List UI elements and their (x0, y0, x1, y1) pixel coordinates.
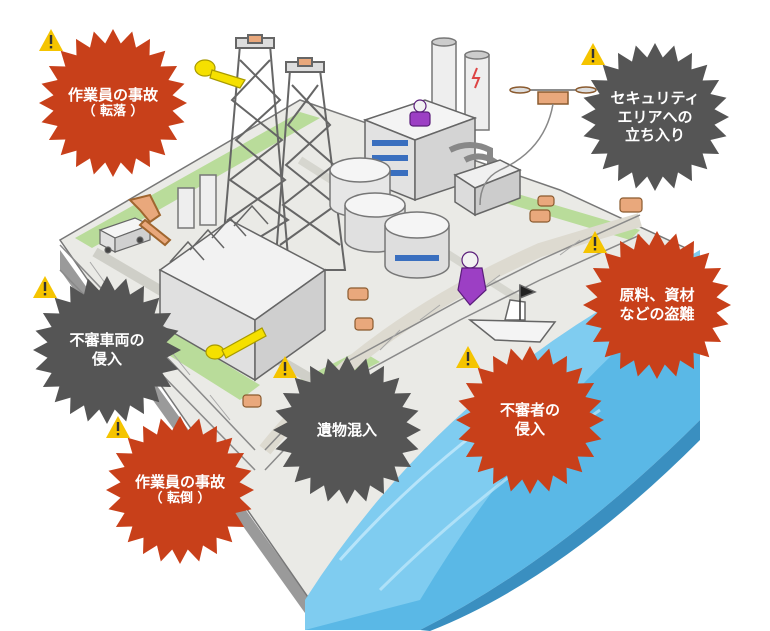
hazard-burst-vehicle-intrusion: 不審車両の 侵入 (32, 275, 182, 425)
warning-triangle-icon (456, 346, 480, 368)
hazard-label-line1: 原料、資材 (619, 286, 695, 305)
warning-triangle-icon (106, 416, 130, 438)
warning-triangle-icon (39, 29, 63, 51)
hazard-label-line2: （ 転倒 ） (149, 491, 211, 507)
security-cameras (242, 195, 643, 408)
excavator (128, 193, 172, 247)
hazard-label-line1: 不審車両の (69, 331, 145, 350)
burst-polygon (33, 276, 181, 424)
burst-shape (106, 416, 254, 564)
hazard-burst-theft: 原料、資材 などの盗難 (582, 230, 732, 380)
burst-polygon (583, 231, 731, 379)
hazard-label-line2: 侵入 (91, 350, 122, 368)
warning-triangle-icon (273, 356, 297, 378)
hazard-label-line1: 不審者の (499, 401, 560, 420)
burst-polygon (581, 43, 729, 191)
small-building (453, 159, 522, 217)
burst-polygon (39, 29, 187, 177)
hazard-burst-suspicious-person: 不審者の 侵入 (455, 345, 605, 495)
boat (467, 283, 557, 343)
fallen-worker (205, 327, 267, 360)
hazard-label-line1: 作業員の事故 (134, 472, 225, 491)
burst-shape (39, 29, 187, 177)
burst-polygon (456, 346, 604, 494)
hazard-burst-security-area: セキュリティ エリアへの 立ち入り (580, 42, 730, 192)
burst-shape (581, 43, 729, 191)
hazard-label-line2: などの盗難 (619, 305, 695, 323)
hazard-burst-worker-fall: 作業員の事故 （ 転落 ） (38, 28, 188, 178)
hazard-label-line3: 立ち入り (624, 126, 685, 145)
warning-triangle-icon (581, 43, 605, 65)
rooftop-person (409, 99, 431, 127)
warning-triangle-icon (583, 231, 607, 253)
hazard-label-line2: エリアへの (617, 107, 693, 126)
hazard-burst-worker-trip: 作業員の事故 （ 転倒 ） (105, 415, 255, 565)
burst-shape (583, 231, 731, 379)
burst-polygon (106, 416, 254, 564)
hazard-label-line2: 侵入 (514, 420, 545, 438)
hazard-label-line2: （ 転落 ） (82, 104, 144, 120)
storage-tanks (329, 157, 450, 279)
burst-polygon (273, 356, 421, 504)
hazard-label-line1: 作業員の事故 (67, 85, 158, 104)
burst-shape (456, 346, 604, 494)
warning-triangle-icon (33, 276, 57, 298)
burst-shape (33, 276, 181, 424)
burst-shape (273, 356, 421, 504)
hazard-label-line1: セキュリティ (610, 88, 700, 107)
truck (98, 217, 152, 254)
hazard-burst-foreign-matter: 遺物混入 (272, 355, 422, 505)
falling-worker (194, 59, 246, 89)
drone (479, 86, 597, 206)
intruder-person (457, 251, 487, 306)
hazard-label-line1: 遺物混入 (316, 420, 377, 439)
